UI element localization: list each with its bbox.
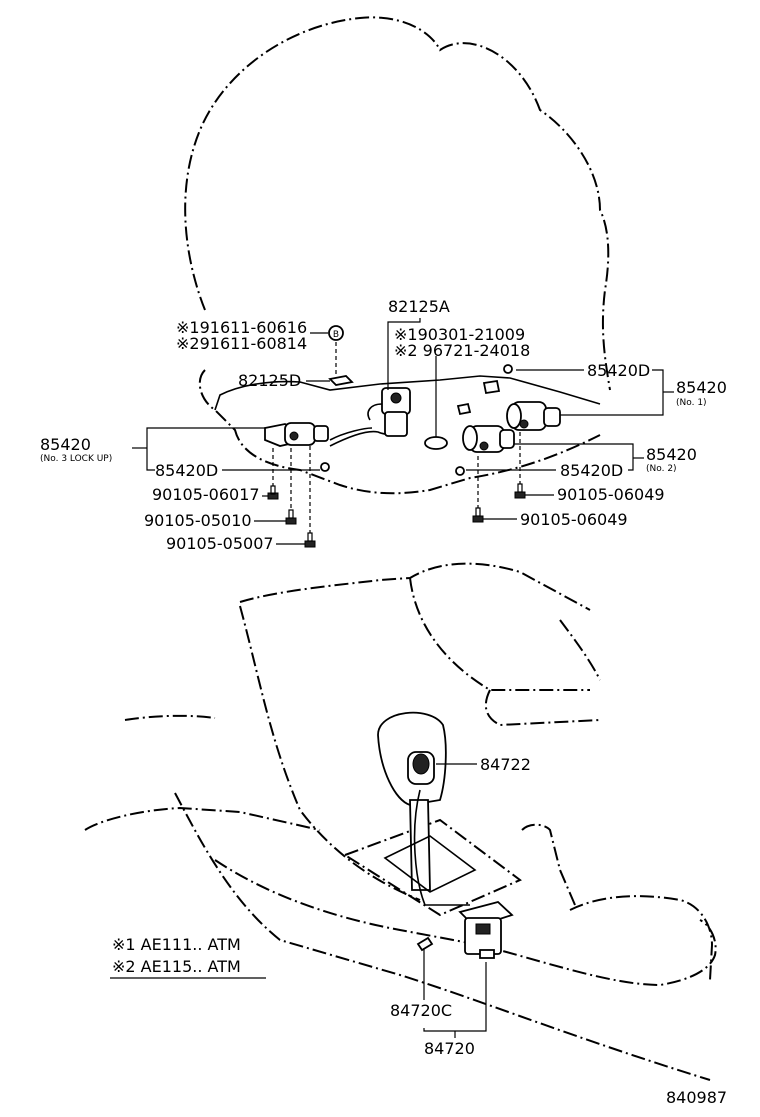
label-90105-05007: 90105-05007 <box>166 534 274 553</box>
bolt-06017 <box>267 485 279 500</box>
connector-clip <box>482 379 501 395</box>
label-85420D-top: 85420D <box>587 361 650 380</box>
speed-sensor-82125A <box>367 387 411 437</box>
o-ring-left <box>320 462 330 472</box>
shift-plate <box>342 818 522 917</box>
console-side <box>479 919 717 987</box>
dash-outline-2 <box>409 577 590 691</box>
dash-outline-1 <box>239 562 591 611</box>
label-85420D-right: 85420D <box>560 461 623 480</box>
leader-82125A <box>387 318 421 390</box>
leader-84720-bracket <box>423 962 487 1032</box>
dash-outline-3 <box>484 689 601 727</box>
bolt-06049a <box>514 483 526 499</box>
label-85420-lockup: 85420 <box>40 435 91 454</box>
label-82125A: 82125A <box>388 297 450 316</box>
console-outline <box>174 792 711 1081</box>
transmission-outline <box>184 16 611 391</box>
note-1: ※1 AE111.. ATM <box>112 935 241 954</box>
label-90105-06049a: 90105-06049 <box>557 485 665 504</box>
circled-b-letter: B <box>333 330 339 340</box>
bolt-small-mid <box>456 402 472 416</box>
label-85420-no2: 85420 <box>646 445 697 464</box>
label-85420D-left: 85420D <box>155 461 218 480</box>
o-ring-right <box>455 466 465 476</box>
shift-button-top <box>412 753 430 775</box>
bolt-05010 <box>285 509 297 525</box>
solenoid-wire-2 <box>329 427 373 441</box>
label-no2: (No. 2) <box>646 464 677 474</box>
bracket-lockup <box>146 427 265 471</box>
bolt-06049b <box>472 507 484 523</box>
console-outline-2 <box>214 859 481 946</box>
plug-b-symbol <box>328 325 344 341</box>
label-85420-no1: 85420 <box>676 378 727 397</box>
screw <box>416 936 434 952</box>
label-lockup-note: (No. 3 LOCK UP) <box>40 454 112 464</box>
dash-outline-4 <box>559 619 601 681</box>
valve-body-outline <box>214 375 601 411</box>
shift-wire <box>413 789 470 906</box>
seat-outline <box>84 806 321 831</box>
label-84720C: 84720C <box>390 1001 452 1020</box>
switch-84720C <box>458 901 514 959</box>
solenoid-no1 <box>506 401 561 431</box>
label-90105-05010: 90105-05010 <box>144 511 252 530</box>
note-2: ※2 AE115.. ATM <box>112 957 241 976</box>
o-ring <box>424 436 448 450</box>
label-190301: ※190301-21009 <box>394 325 525 344</box>
bolt-05007 <box>304 532 316 548</box>
clip-82125D <box>328 375 354 386</box>
label-84722: 84722 <box>480 755 531 774</box>
label-291611: ※291611-60814 <box>176 334 307 353</box>
bracket-no2 <box>514 443 634 471</box>
armrest <box>569 895 714 981</box>
seat-outline-2 <box>124 714 216 721</box>
label-84720: 84720 <box>424 1039 475 1058</box>
label-296721: ※2 96721-24018 <box>394 341 530 360</box>
o-ring-small-top <box>503 364 513 374</box>
dash-outline-5 <box>239 605 421 901</box>
handbrake <box>521 823 576 906</box>
solenoid-no3-lockup <box>264 422 329 447</box>
label-82125D: 82125D <box>238 371 301 390</box>
label-90105-06049b: 90105-06049 <box>520 510 628 529</box>
figure-number: 840987 <box>666 1088 727 1107</box>
label-191611: ※191611-60616 <box>176 318 307 337</box>
transmission-oilpan-outline <box>198 369 601 495</box>
label-90105-06017: 90105-06017 <box>152 485 260 504</box>
solenoid-no2 <box>462 425 515 453</box>
label-no1: (No. 1) <box>676 398 707 408</box>
